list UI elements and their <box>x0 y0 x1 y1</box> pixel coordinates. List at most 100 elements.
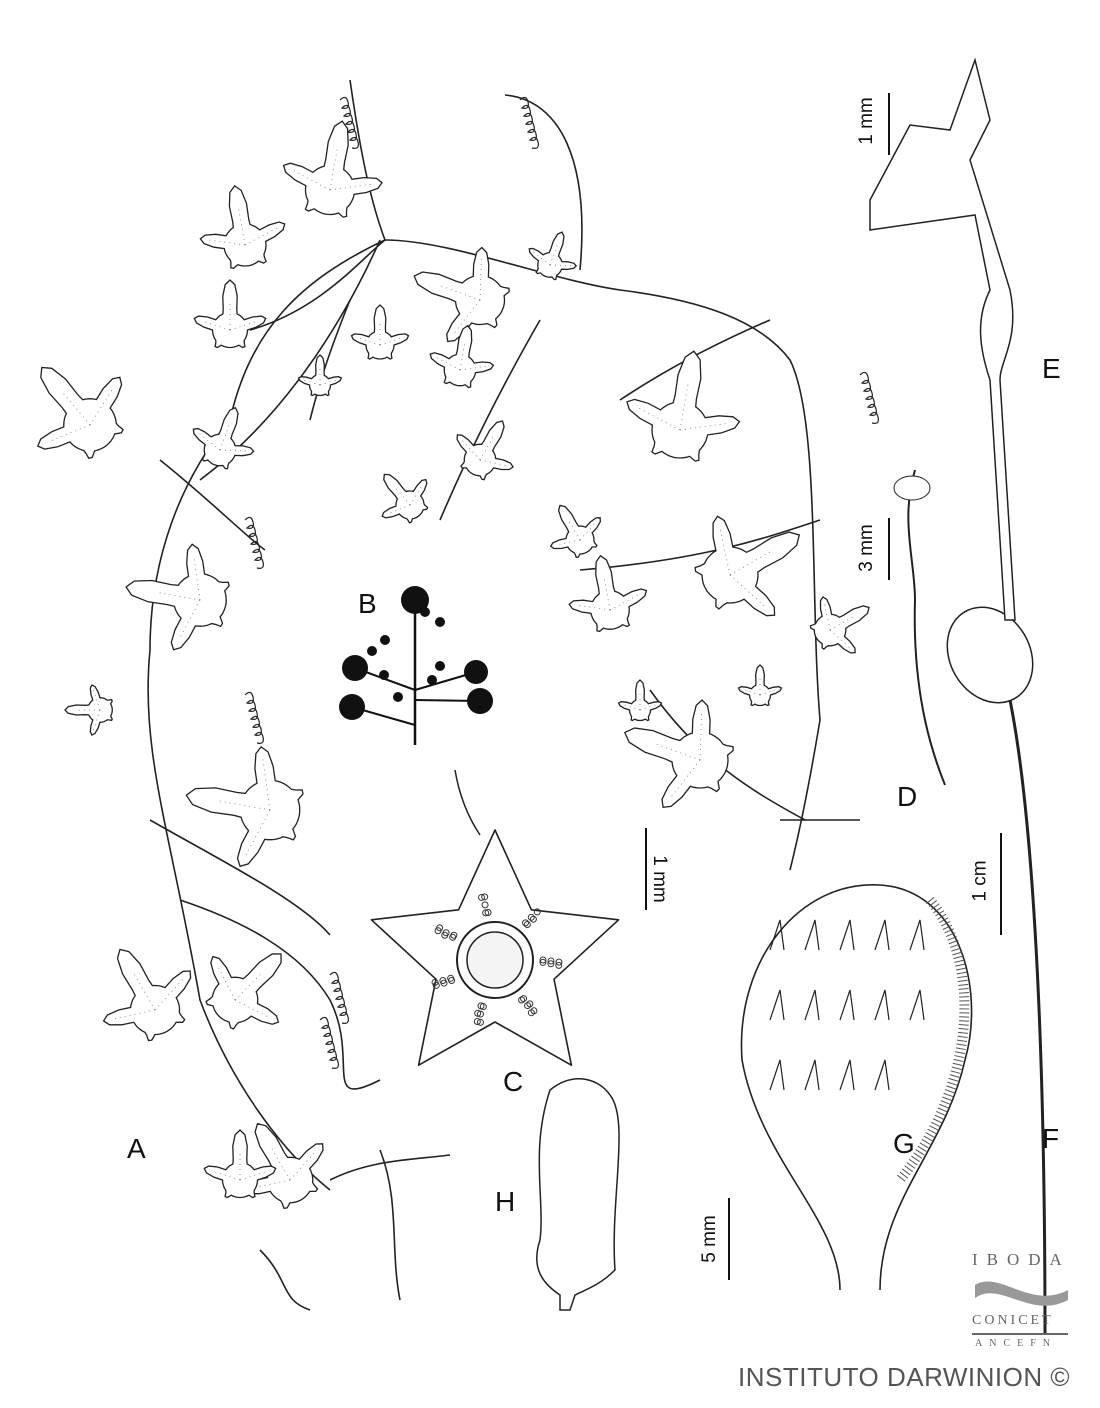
flower-bud-dot <box>342 655 368 681</box>
stem <box>179 899 381 1090</box>
panel-label-g: G <box>893 1128 915 1159</box>
panel-label-a: A <box>127 1133 146 1164</box>
leaf-vein <box>679 382 689 431</box>
panel-label-c: C <box>503 1066 524 1097</box>
leaf-vein <box>357 337 381 346</box>
leaf-vein <box>211 1170 241 1181</box>
fruit-spine <box>769 989 785 1021</box>
scale-label-f: 1 cm <box>969 860 991 902</box>
corona-filament <box>484 909 492 917</box>
scale-label-d: 3 mm <box>855 524 877 572</box>
corona-filament <box>520 995 528 1003</box>
flower-e <box>869 57 1016 621</box>
corona-filament <box>431 978 439 986</box>
panel-label-h: H <box>495 1186 516 1217</box>
leaf-vein <box>229 320 259 331</box>
leaf-vein <box>93 689 101 711</box>
leaf <box>623 699 734 809</box>
leaf-vein <box>533 251 551 266</box>
logo-swoosh-icon <box>975 1281 1068 1306</box>
pedicel <box>454 769 481 836</box>
leaf-vein <box>154 978 184 1011</box>
leaf <box>413 246 510 343</box>
corona-filament <box>481 901 489 909</box>
stem <box>259 1249 311 1311</box>
corona-filament <box>539 958 547 966</box>
fruit-g <box>740 884 973 1291</box>
leaf <box>199 185 286 270</box>
small-bud-dot <box>435 661 445 671</box>
stem <box>439 319 541 521</box>
leaf <box>64 684 113 736</box>
leaf <box>185 746 304 868</box>
leaf <box>350 304 410 360</box>
leaf <box>429 324 495 389</box>
logo-text-conicet: CONICET <box>972 1313 1054 1328</box>
scale-label-c: 1 mm <box>648 855 670 903</box>
fruit-f-stalk <box>1008 699 1047 1336</box>
leaf <box>125 543 230 651</box>
small-bud-dot <box>380 635 390 645</box>
leaf-vein <box>302 379 321 386</box>
panel-label-b: B <box>358 588 377 619</box>
leaf-vein <box>603 577 611 611</box>
leaf <box>102 948 192 1042</box>
scale-bar-h <box>728 1198 730 1280</box>
leaf-vein <box>329 148 338 191</box>
fruit-spine <box>839 1059 855 1091</box>
tendril <box>244 516 264 569</box>
leaf-vein <box>549 264 572 267</box>
copyright-credit: INSTITUTO DARWINION © <box>738 1362 1071 1392</box>
leaf-vein <box>113 1009 156 1020</box>
corona-filament <box>442 929 450 937</box>
leaf <box>456 420 514 481</box>
leaf <box>737 664 783 707</box>
corona-filament <box>476 1018 484 1026</box>
leaf <box>282 120 383 218</box>
disc-inner <box>466 931 524 989</box>
leaf-vein <box>637 407 681 431</box>
leaf-vein <box>219 800 271 811</box>
logo-divider <box>972 1333 1068 1335</box>
small-bud-dot <box>379 670 389 680</box>
leaf <box>568 554 648 633</box>
fruit-spine <box>804 1059 820 1091</box>
stem <box>329 1154 451 1181</box>
tendril <box>319 1016 339 1069</box>
panel-label-d: D <box>897 781 918 812</box>
corona-filament <box>529 915 537 923</box>
leaf <box>203 1129 277 1199</box>
leaf <box>809 596 870 654</box>
panel-label-f: F <box>1042 1123 1060 1154</box>
corona-filament <box>439 976 447 984</box>
leaf <box>297 354 343 397</box>
flower-bud-dot <box>401 586 429 614</box>
leaf-vein <box>549 245 558 266</box>
tendril <box>339 96 359 149</box>
scale-bar-e <box>888 93 890 155</box>
fruit-spine <box>909 989 925 1021</box>
leaf <box>381 473 429 524</box>
corona-filament <box>473 1018 481 1026</box>
tendril <box>519 96 539 149</box>
scale-label-h: 5 mm <box>698 1215 720 1263</box>
leaf-vein <box>329 183 372 191</box>
corona-filament <box>533 908 541 916</box>
plant-leaves <box>36 120 870 1210</box>
corona-filament <box>482 909 490 917</box>
leaf-vein <box>239 1170 269 1181</box>
leaf-vein <box>409 484 424 506</box>
leaf-vein <box>567 519 581 541</box>
fruit-spine <box>874 919 890 951</box>
corona-filament <box>526 1000 534 1008</box>
small-bud-dot <box>435 617 445 627</box>
leaf <box>694 515 801 617</box>
leaf-vein <box>622 704 641 711</box>
leaf-vein <box>670 759 701 799</box>
logo-text-ancefn: ANCEFN <box>975 1338 1058 1349</box>
leaf <box>192 406 255 470</box>
leaf <box>205 953 282 1030</box>
scale-bar-d <box>888 518 890 580</box>
leaf-vein <box>577 605 611 611</box>
